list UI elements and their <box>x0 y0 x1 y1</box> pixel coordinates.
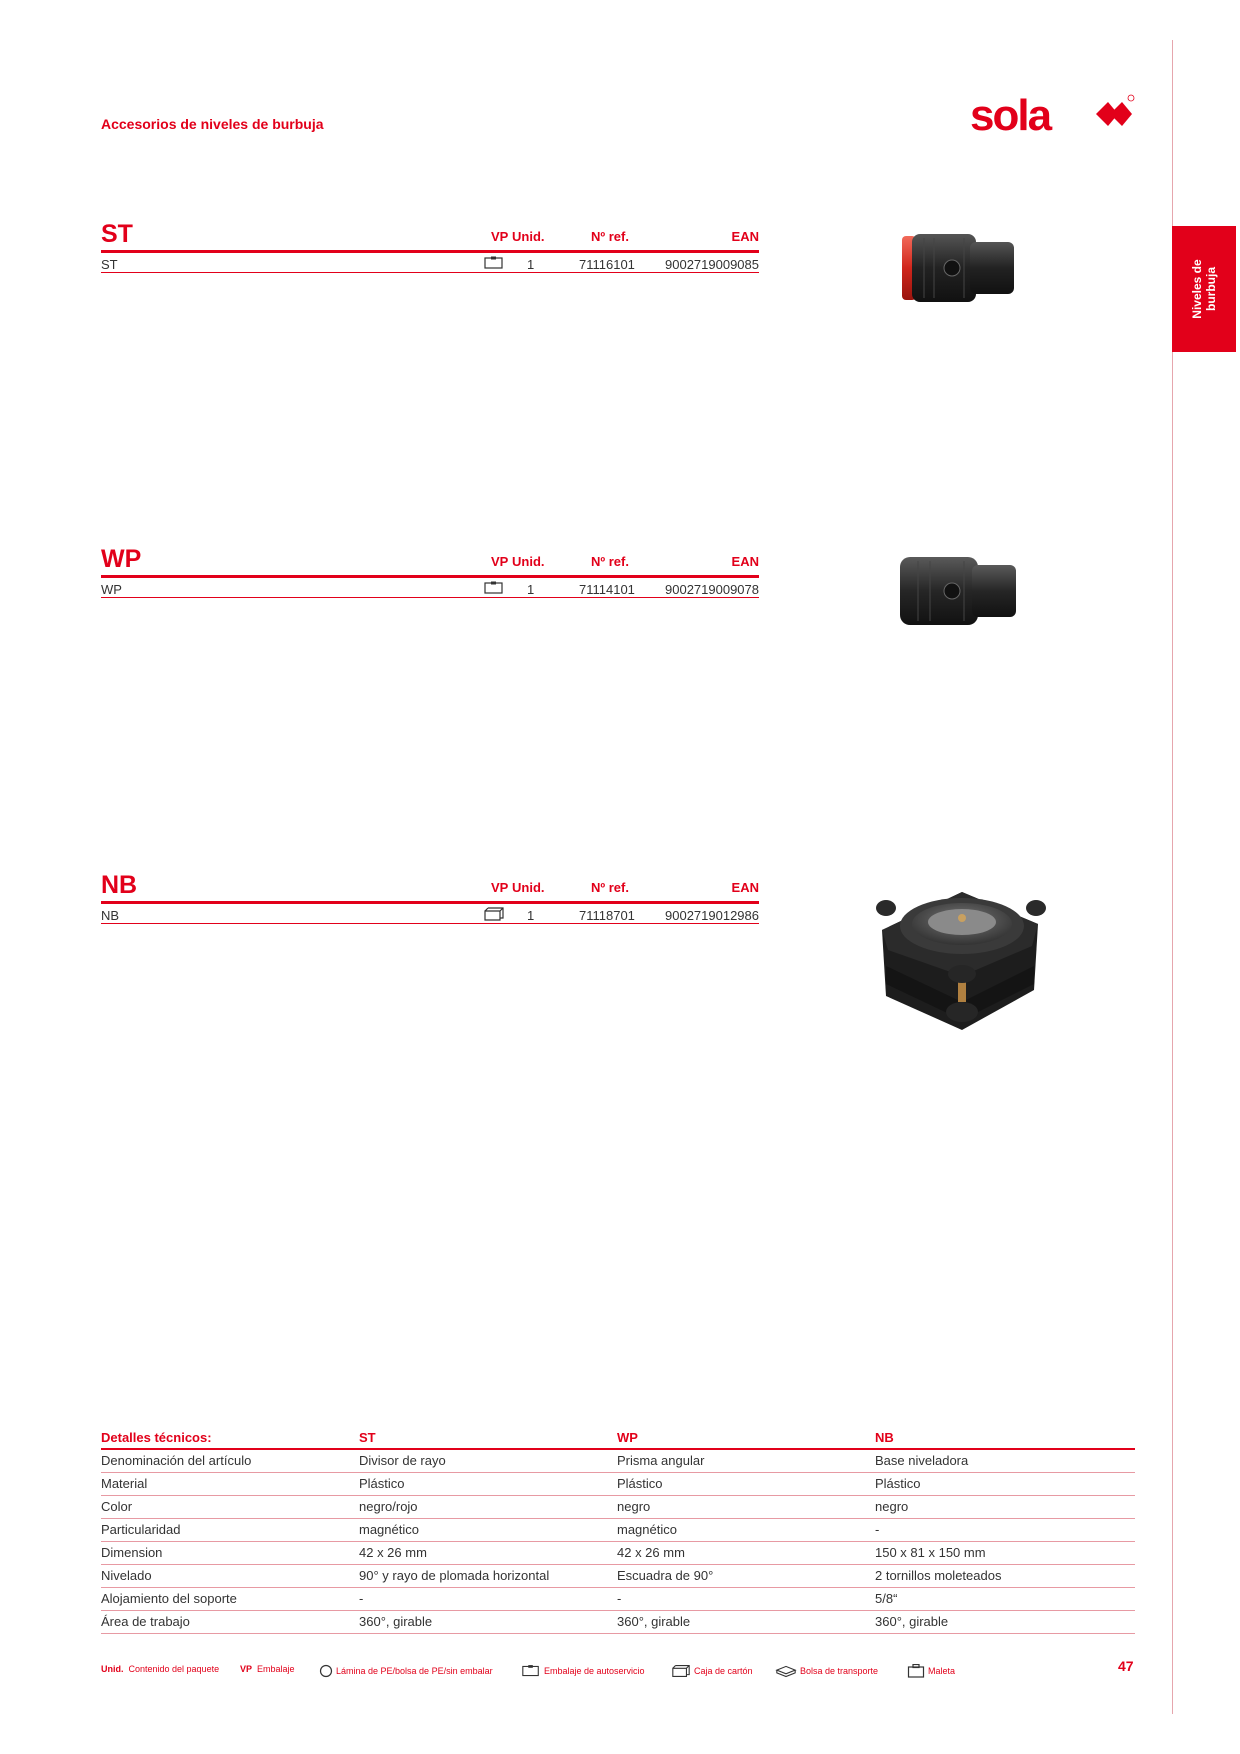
row-label: ST <box>101 257 118 272</box>
nb-product-image <box>876 892 1046 1030</box>
legend-self-service: Embalaje de autoservicio <box>521 1664 645 1678</box>
header-vp: VP <box>491 229 509 244</box>
legend-cardboard-box: Caja de cartón <box>671 1664 753 1678</box>
chapter-tab-line2: burbuja <box>1204 267 1218 311</box>
table-row: Área de trabajo 360°, girable 360°, gira… <box>101 1611 1135 1634</box>
header-ref: Nº ref. <box>591 229 629 244</box>
transport-bag-icon <box>775 1665 797 1678</box>
ref-value: 71116101 <box>579 257 635 272</box>
table-row: Dimension 42 x 26 mm 42 x 26 mm 150 x 81… <box>101 1542 1135 1565</box>
wp-product-image <box>900 557 1016 625</box>
specs-header-nb: NB <box>875 1430 894 1445</box>
legend-unid: Unid. Contenido del paquete <box>101 1664 220 1674</box>
chapter-tab-line1: Niveles de <box>1190 259 1204 319</box>
section-title: Accesorios de niveles de burbuja <box>101 116 324 132</box>
row-label: NB <box>101 908 120 923</box>
self-service-pack-icon <box>484 256 503 269</box>
unid-value: 1 <box>527 582 535 597</box>
svg-text:sola: sola <box>970 92 1053 136</box>
table-row: Denominación del artículo Divisor de ray… <box>101 1450 1135 1473</box>
circle-icon <box>319 1664 333 1678</box>
header-ref: Nº ref. <box>591 880 629 895</box>
page-number: 47 <box>1118 1658 1134 1674</box>
margin-rule <box>1172 40 1173 1714</box>
header-ean: EAN <box>731 880 759 895</box>
header-ref: Nº ref. <box>591 554 629 569</box>
header-vp: VP <box>491 554 509 569</box>
footer-legend: Unid. Contenido del paquete VP Embalaje … <box>101 1664 1141 1680</box>
chapter-tab[interactable]: Niveles de burbuja <box>1172 226 1236 352</box>
case-icon <box>907 1664 925 1678</box>
cardboard-box-icon <box>484 907 504 921</box>
unid-value: 1 <box>527 908 535 923</box>
table-row: Color negro/rojo negro negro <box>101 1496 1135 1519</box>
product-name: WP <box>101 545 142 573</box>
specs-header-st: ST <box>359 1430 376 1445</box>
legend-case: Maleta <box>907 1664 955 1678</box>
header-vp: VP <box>491 880 509 895</box>
ref-value: 71114101 <box>579 582 635 597</box>
legend-pe-film: Lámina de PE/bolsa de PE/sin embalar <box>319 1664 493 1678</box>
cardboard-box-icon <box>672 1665 690 1677</box>
header-unid: Unid. <box>512 229 545 244</box>
product-name: NB <box>101 871 138 899</box>
product-name: ST <box>101 220 133 248</box>
st-product-image <box>902 234 1014 302</box>
legend-transport-bag: Bolsa de transporte <box>775 1664 878 1678</box>
row-label: WP <box>101 582 122 597</box>
legend-vp: VP Embalaje <box>240 1664 295 1674</box>
table-row: Particularidad magnético magnético - <box>101 1519 1135 1542</box>
table-row: Nivelado 90° y rayo de plomada horizonta… <box>101 1565 1135 1588</box>
header-unid: Unid. <box>512 880 545 895</box>
header-unid: Unid. <box>512 554 545 569</box>
sola-logo: sola <box>970 92 1135 136</box>
header-ean: EAN <box>731 554 759 569</box>
ean-value: 9002719012986 <box>665 908 759 923</box>
table-row: Alojamiento del soporte - - 5/8“ <box>101 1588 1135 1611</box>
self-service-pack-icon <box>522 1665 539 1677</box>
specs-header-wp: WP <box>617 1430 638 1445</box>
header-ean: EAN <box>731 229 759 244</box>
ean-value: 9002719009085 <box>665 257 759 272</box>
table-row: Material Plástico Plástico Plástico <box>101 1473 1135 1496</box>
ref-value: 71118701 <box>579 908 635 923</box>
ean-value: 9002719009078 <box>665 582 759 597</box>
specs-header-label: Detalles técnicos: <box>101 1430 212 1445</box>
unid-value: 1 <box>527 257 535 272</box>
self-service-pack-icon <box>484 581 503 594</box>
